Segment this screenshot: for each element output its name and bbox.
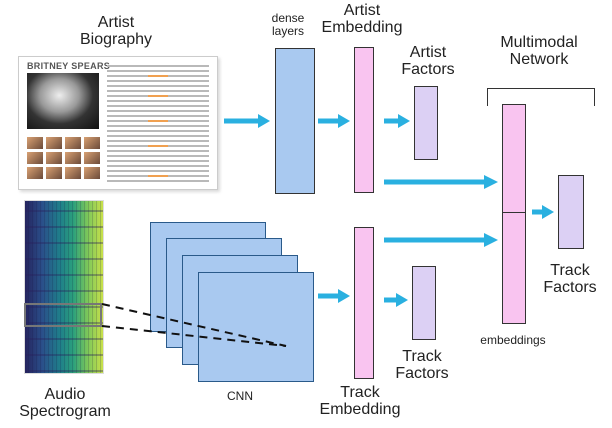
audio-spectrogram-label: Audio Spectrogram [19,386,111,421]
track-factors-right-label: Track Factors [543,262,597,297]
artist-biography-document: BRITNEY SPEARS [18,56,218,190]
embeddings-label: embeddings [480,333,546,347]
cnn-layer-4 [198,272,314,382]
dense-layers-block [275,48,315,194]
photo-thumbnails [27,137,107,179]
track-factors-right-block [558,175,584,249]
dense-layers-label: dense layers [271,11,305,38]
embeddings-divider [502,212,526,213]
arrowhead-artist-embedding-to-multimodal [484,175,498,189]
cnn-label: CNN [227,389,253,403]
artist-embedding-block [354,47,374,193]
arrowhead-dense-to-artist-embedding [338,114,350,128]
artist-embedding-label: Artist Embedding [321,2,403,37]
biography-text-lines [107,65,209,185]
audio-spectrogram-image [24,200,104,374]
arrowhead-doc-to-dense [258,114,270,128]
multimodal-network-bracket [487,88,595,106]
track-embedding-block [354,227,374,379]
artist-photo [27,73,99,129]
track-embedding-label: Track Embedding [319,384,401,419]
document-title: BRITNEY SPEARS [27,61,111,71]
artist-factors-label: Artist Factors [401,44,455,79]
arrowhead-cnn-to-track-embedding [338,289,350,303]
arrowhead-multimodal-to-track-factors [542,205,554,219]
multimodal-embeddings-block [502,104,526,324]
artist-biography-label: Artist Biography [79,14,153,49]
arrowhead-track-embedding-to-factors [396,293,408,307]
track-factors-middle-label: Track Factors [395,348,449,383]
arrowhead-track-embedding-to-multimodal [484,233,498,247]
track-factors-middle-block [412,266,436,340]
artist-factors-block [414,86,438,160]
multimodal-network-label: Multimodal Network [500,34,578,69]
arrowhead-artist-embedding-to-factors [398,114,410,128]
spectrogram-window-selection [24,303,102,327]
